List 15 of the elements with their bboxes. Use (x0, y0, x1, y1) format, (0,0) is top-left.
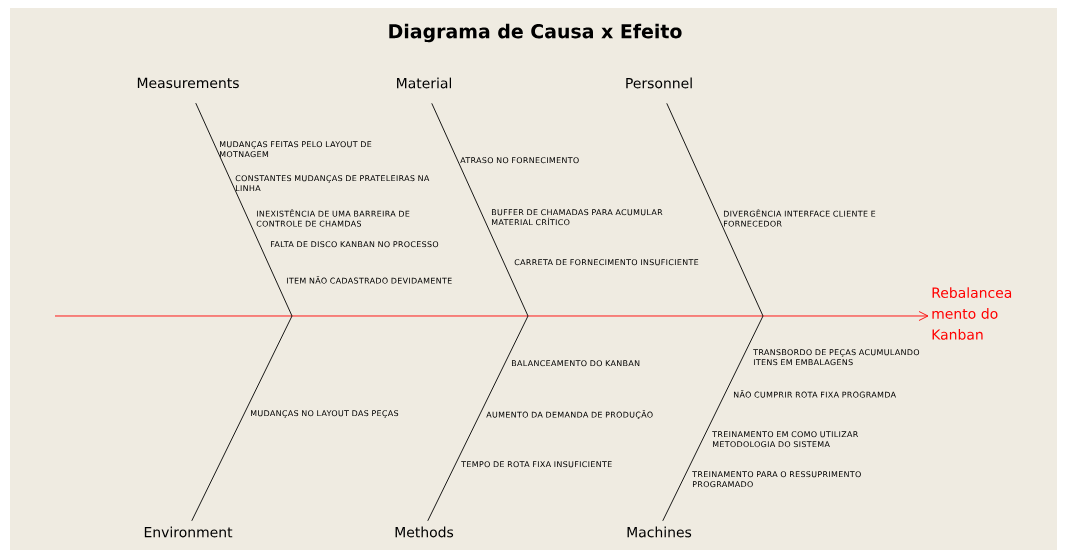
bone-line (195, 102, 293, 317)
category-label: Environment (144, 526, 233, 538)
bone-line (431, 102, 529, 317)
category-label: Material (397, 77, 452, 89)
bone-line (427, 315, 529, 522)
spine-arrow (54, 311, 929, 321)
category-label: Personnel (626, 77, 692, 89)
title: Diagrama de Causa x Efeito (389, 23, 682, 43)
category-label: Machines (627, 526, 692, 538)
category-label: Methods (395, 526, 454, 538)
bone-line (666, 102, 764, 317)
category-label: Measurements (137, 77, 239, 89)
bone-line (191, 315, 293, 522)
effect-label: Rebalancea mento do Kanban (932, 287, 1012, 340)
bone-line (662, 315, 764, 522)
